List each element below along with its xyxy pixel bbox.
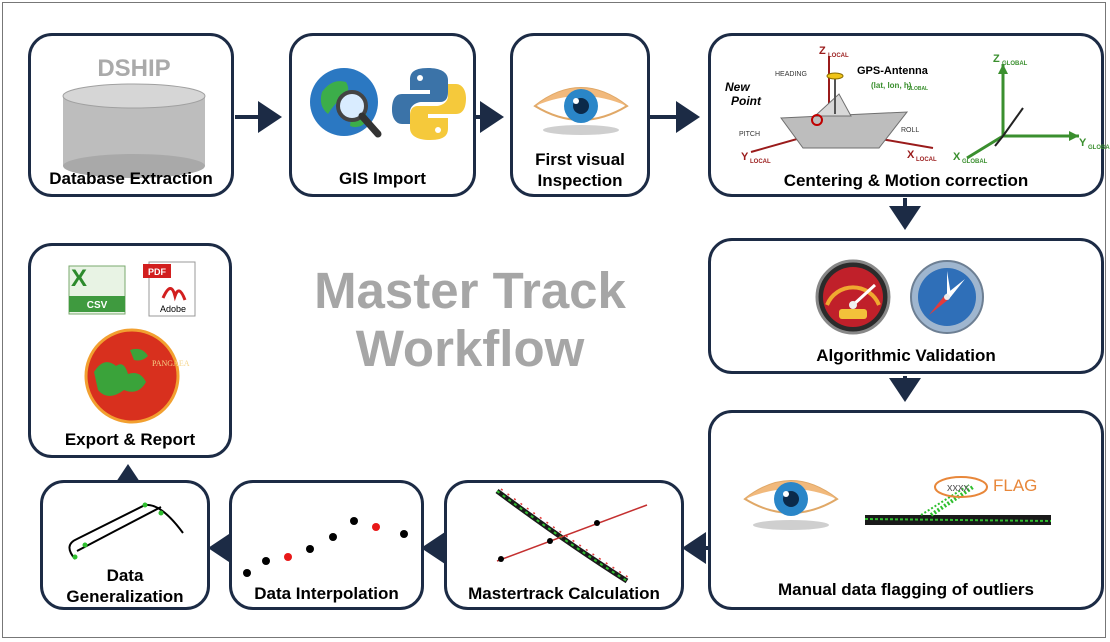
pangaea-icon: PANGAEA: [84, 328, 190, 424]
database-icon: DSHIP: [62, 55, 206, 178]
svg-text:X: X: [71, 265, 87, 292]
step-database-extraction: DSHIP Database Extraction: [28, 33, 234, 197]
global-axes-icon: Z GLOBAL Y GLOBAL X GLOBAL: [953, 53, 1110, 165]
generalized-track-icon: [68, 502, 184, 560]
csv-label: CSV: [87, 300, 108, 311]
adobe-label: Adobe: [160, 304, 186, 314]
excel-csv-icon: X CSV: [68, 265, 126, 315]
outlier-marks: xxxx: [947, 482, 970, 494]
x-global-subscript: GLOBAL: [962, 159, 988, 165]
first-visual-label-line1: First visual: [535, 150, 625, 169]
step-manual-flagging: xxxx FLAG Manual data flagging of outlie…: [708, 410, 1104, 610]
algorithmic-label: Algorithmic Validation: [816, 346, 996, 365]
x-local-label: X: [907, 149, 915, 161]
step-mastertrack-calculation: Mastertrack Calculation: [444, 480, 684, 610]
centering-label: Centering & Motion correction: [783, 171, 1029, 190]
gis-import-label: GIS Import: [339, 169, 426, 188]
speedometer-icon: [815, 259, 891, 335]
y-global-label: Y: [1079, 137, 1087, 149]
eye-icon: [743, 480, 839, 530]
z-global-label: Z: [993, 53, 1000, 65]
x-global-label: X: [953, 151, 961, 163]
first-visual-label-line2: Inspection: [537, 171, 623, 190]
step-algorithmic-validation: Algorithmic Validation: [708, 238, 1104, 374]
pdf-icon: PDF Adobe: [143, 261, 196, 317]
gps-global-subscript: GLOBAL: [907, 86, 928, 92]
pangaea-label: PANGAEA: [152, 359, 190, 368]
z-global-subscript: GLOBAL: [1002, 61, 1028, 67]
diagram-title: Master Track Workflow: [270, 262, 670, 378]
pitch-label: PITCH: [739, 131, 760, 138]
flagged-track-icon: xxxx FLAG: [864, 476, 1052, 525]
roll-label: ROLL: [901, 127, 919, 134]
gps-subscript-label: (lat, lon, h): [871, 81, 912, 90]
database-extraction-label: Database Extraction: [49, 169, 213, 188]
flag-label: FLAG: [993, 476, 1037, 495]
title-line-2: Workflow: [355, 320, 585, 377]
y-local-label: Y: [741, 151, 749, 163]
track-crossing-icon: [495, 488, 648, 584]
x-local-subscript: LOCAL: [916, 157, 937, 163]
heading-label: HEADING: [775, 71, 807, 78]
eye-icon: [533, 87, 629, 135]
pdf-label: PDF: [148, 267, 167, 277]
generalization-label-line1: Data: [106, 566, 144, 585]
step-export-report: X CSV PDF Adobe PANGAEA Export & Report: [28, 243, 232, 458]
python-icon: [392, 68, 466, 140]
step-centering-motion: HEADING GPS-Antenna (lat, lon, h) GLOBAL…: [708, 33, 1110, 197]
compass-icon: [910, 260, 984, 334]
step-data-interpolation: Data Interpolation: [229, 480, 424, 610]
new-point-label-2: Point: [731, 94, 762, 108]
step-first-visual-inspection: First visual Inspection: [510, 33, 650, 197]
gps-antenna-label: GPS-Antenna: [857, 65, 929, 77]
new-point-label-1: New: [725, 80, 750, 94]
step-gis-import: GIS Import: [289, 33, 476, 197]
interpolation-label: Data Interpolation: [254, 584, 399, 603]
globe-search-icon: [310, 68, 382, 138]
flagging-label: Manual data flagging of outliers: [778, 580, 1034, 599]
z-local-subscript: LOCAL: [828, 53, 849, 59]
ship-axes-icon: HEADING GPS-Antenna (lat, lon, h) GLOBAL…: [725, 45, 937, 165]
z-local-label: Z: [819, 45, 826, 57]
y-global-subscript: GLOBAL: [1088, 145, 1110, 151]
y-local-subscript: LOCAL: [750, 159, 771, 165]
export-label: Export & Report: [64, 430, 196, 449]
generalization-label-line2: Generalization: [66, 587, 184, 606]
mastertrack-label: Mastertrack Calculation: [468, 584, 660, 603]
step-data-generalization: Data Generalization: [40, 480, 210, 610]
interpolation-dots-icon: [243, 517, 408, 577]
dship-logo-text: DSHIP: [97, 55, 170, 82]
title-line-1: Master Track: [314, 262, 626, 319]
